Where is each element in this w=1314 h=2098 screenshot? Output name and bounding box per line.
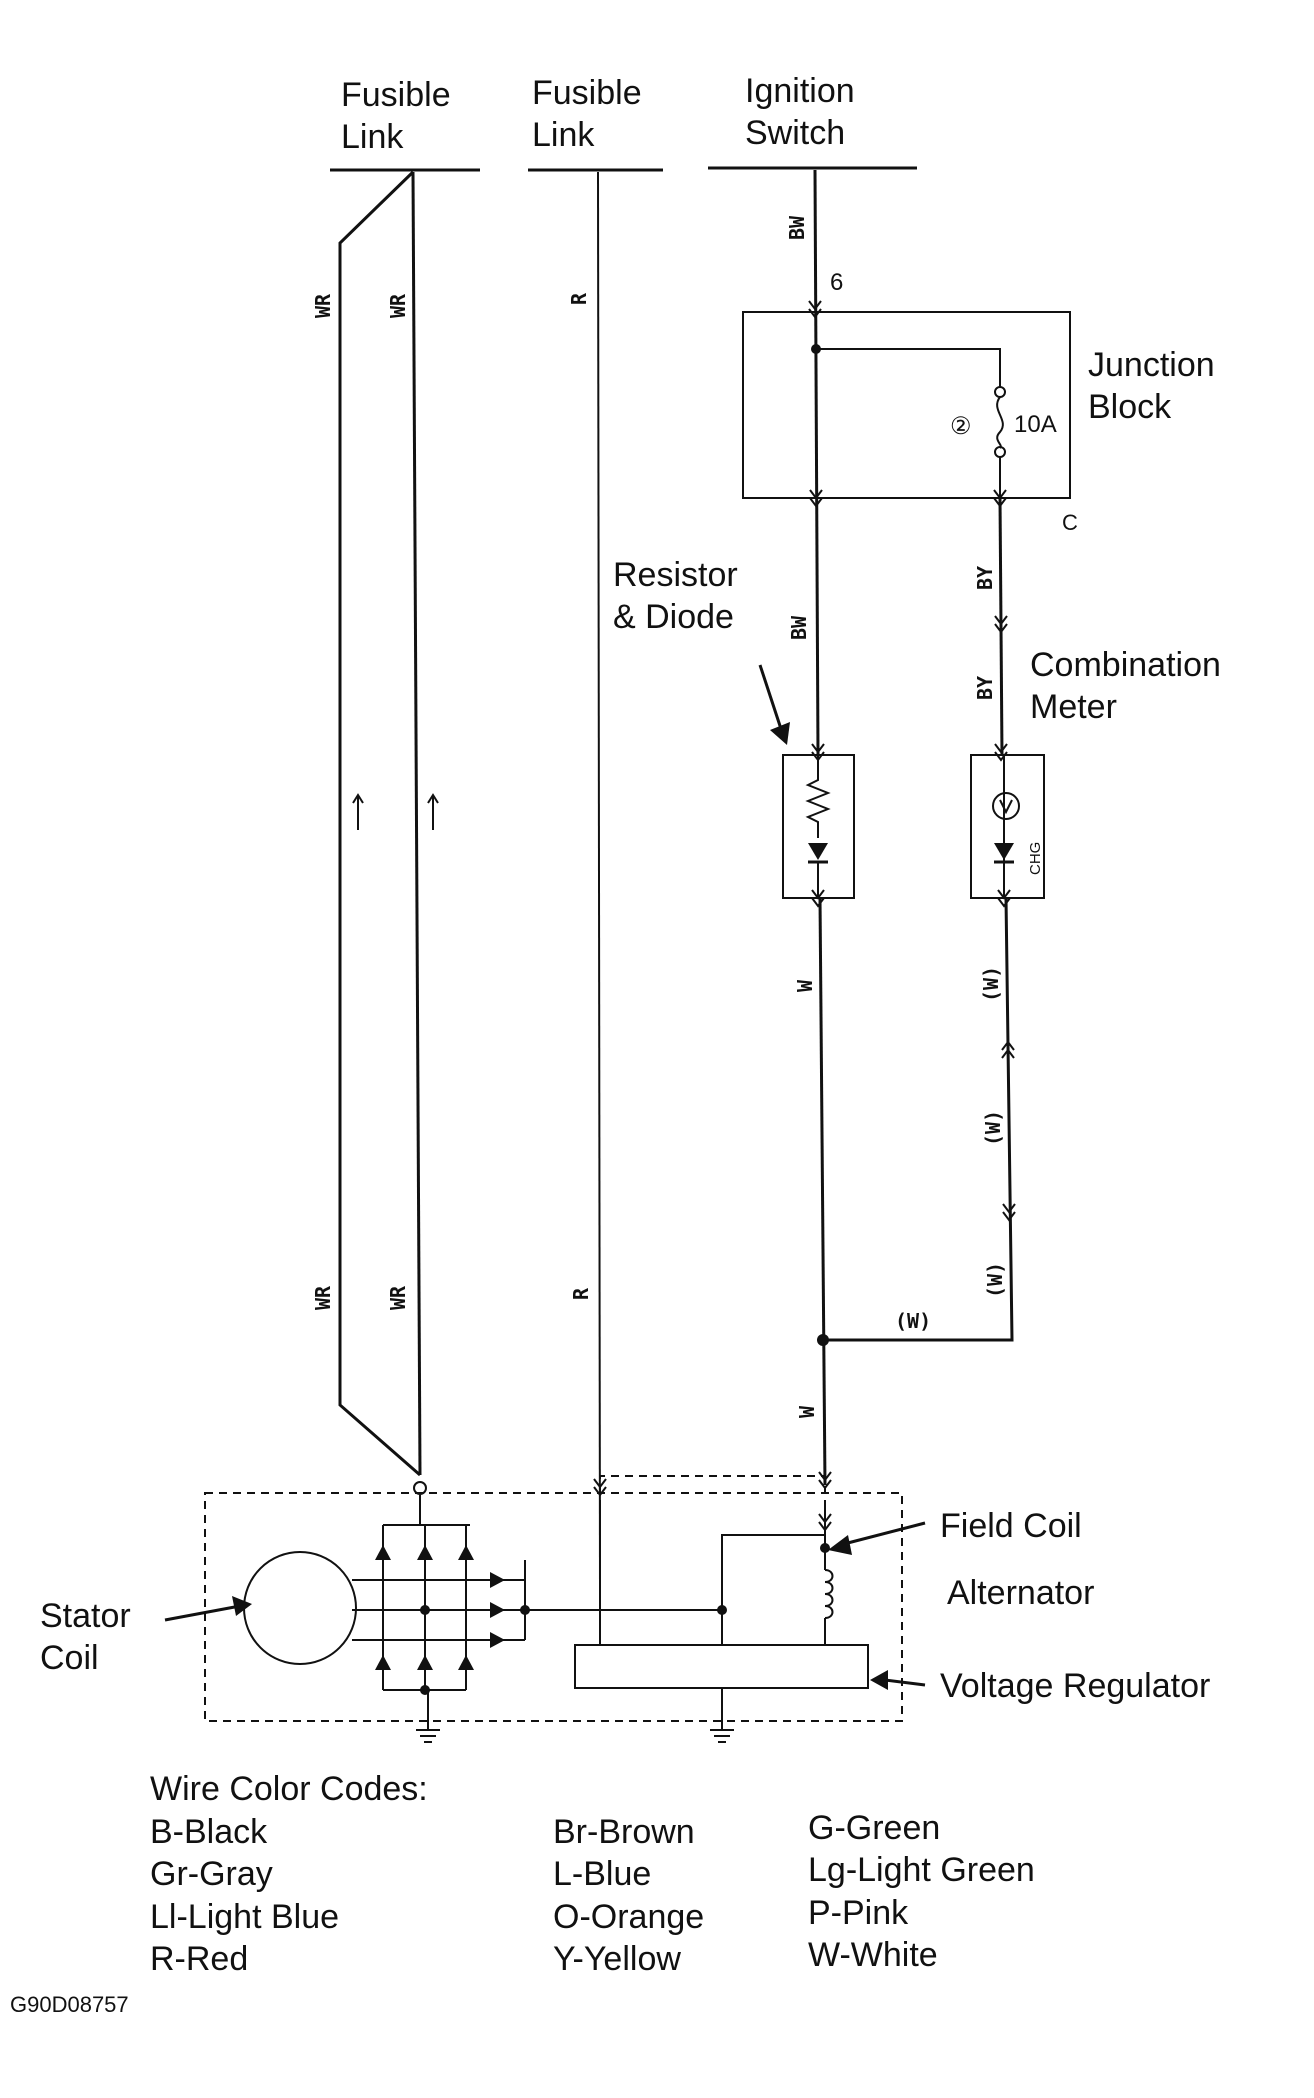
- pointer-arrowhead-icon: [770, 722, 790, 745]
- junction-block-label-line1: Junction: [1088, 346, 1215, 384]
- combination-meter-box: [970, 754, 1045, 899]
- stator-coil-label-line2: Coil: [40, 1639, 99, 1677]
- wr-wire-left: [338, 170, 421, 1477]
- color-code: P-Pink: [808, 1894, 909, 1932]
- color-code: G-Green: [808, 1809, 940, 1847]
- field-coil-icon: [824, 1569, 834, 1619]
- resistor-diode-label-line1: Resistor: [613, 556, 738, 594]
- stator-coil-label-line1: Stator: [40, 1597, 131, 1635]
- color-code: W-White: [808, 1936, 938, 1974]
- chg-label: CHG: [1027, 842, 1044, 875]
- terminal-6-label: 6: [830, 269, 843, 296]
- by-label-2: BY: [973, 676, 997, 700]
- w-wire: [818, 897, 827, 1486]
- color-code: R-Red: [150, 1940, 248, 1978]
- pointer-arrowhead-icon: [870, 1670, 888, 1690]
- fusible-link-1-label-line2: Link: [341, 118, 404, 156]
- alternator-label: Alternator: [947, 1574, 1094, 1612]
- ignition-switch-label-line2: Switch: [745, 114, 845, 152]
- wire-color-codes-title: Wire Color Codes:: [150, 1770, 428, 1808]
- fuse-terminal-bottom: [994, 446, 1006, 458]
- w-label-1: W: [793, 979, 817, 992]
- fuse-icon: [996, 396, 1004, 449]
- wr-label-1: WR: [311, 293, 335, 318]
- fuse-terminal-top: [994, 386, 1006, 398]
- color-code: Br-Brown: [553, 1813, 695, 1851]
- w-paren-label-3: (W): [983, 1262, 1007, 1298]
- diode-icon: [808, 843, 828, 860]
- current-arrow-icon: [352, 793, 364, 830]
- w-paren-wire: [823, 897, 1014, 1342]
- w-paren-label-4: (W): [895, 1309, 931, 1333]
- wr-label-4: WR: [386, 1285, 410, 1310]
- color-code: O-Orange: [553, 1898, 704, 1936]
- field-coil-label: Field Coil: [940, 1507, 1082, 1545]
- fusible-link-2-label-line1: Fusible: [532, 74, 642, 112]
- pointer-arrowhead-icon: [232, 1596, 252, 1616]
- color-code: B-Black: [150, 1813, 268, 1851]
- color-code: Ll-Light Blue: [150, 1898, 339, 1936]
- charge-lamp-icon: [992, 792, 1020, 820]
- current-arrow-icon: [427, 793, 439, 830]
- r-label-1: R: [567, 292, 591, 305]
- fusible-link-2-label-line2: Link: [532, 116, 595, 154]
- r-wire: [597, 171, 601, 1591]
- charge-lamp-filament: [999, 799, 1013, 815]
- combination-meter-label-line2: Meter: [1030, 688, 1117, 726]
- field-node: [820, 1543, 830, 1553]
- by-label-1: BY: [973, 566, 997, 590]
- rectifier-bridge: [352, 1495, 530, 1695]
- r-label-2: R: [569, 1287, 593, 1300]
- color-code: L-Blue: [553, 1855, 651, 1893]
- field-coil-wire: [721, 1534, 825, 1645]
- regulator-pointer: [884, 1678, 926, 1687]
- bw-label-2: BW: [787, 615, 811, 640]
- figure-id: G90D08757: [10, 1992, 129, 2017]
- by-wire: [998, 497, 1004, 756]
- junction-internal-wire: [816, 348, 1001, 388]
- field-coil-pointer: [839, 1521, 926, 1547]
- voltage-regulator-label: Voltage Regulator: [940, 1667, 1210, 1705]
- ignition-switch-label-line1: Ignition: [745, 72, 855, 110]
- fuse-rating: 10A: [1014, 411, 1057, 438]
- junction-block-label-line2: Block: [1088, 388, 1172, 426]
- stator-pointer: [164, 1604, 241, 1622]
- w-paren-label-2: (W): [981, 1110, 1005, 1146]
- bw-wire: [813, 169, 820, 756]
- color-code: Gr-Gray: [150, 1855, 273, 1893]
- wr-label-2: WR: [386, 293, 410, 318]
- resistor-diode-label-line2: & Diode: [613, 598, 734, 636]
- junction-block-box: [742, 311, 1071, 499]
- alternator-extension-dash: [599, 1475, 826, 1493]
- voltage-regulator-box: [574, 1644, 869, 1689]
- connector-c-label: C: [1062, 510, 1078, 535]
- fusible-link-1-label-line1: Fusible: [341, 76, 451, 114]
- ground-icon: [416, 1690, 440, 1743]
- color-code: Y-Yellow: [553, 1940, 681, 1978]
- ground-icon: [710, 1688, 734, 1743]
- wr-label-3: WR: [311, 1285, 335, 1310]
- connector-arrow-icon: [1001, 1040, 1015, 1059]
- pointer-arrowhead-icon: [828, 1535, 852, 1555]
- pointer-arrow: [758, 664, 785, 736]
- b-terminal-icon: [413, 1481, 427, 1495]
- combination-meter-label-line1: Combination: [1030, 646, 1221, 684]
- alternator-box: [204, 1492, 903, 1722]
- color-code: Lg-Light Green: [808, 1851, 1035, 1889]
- w-label-2: W: [795, 1405, 819, 1418]
- fuse-number: ②: [950, 413, 972, 440]
- wr-wire-right: [411, 171, 422, 1476]
- stator-coil-icon: [243, 1551, 357, 1665]
- bw-label-1: BW: [785, 215, 809, 240]
- w-paren-label-1: (W): [979, 966, 1003, 1002]
- resistor-icon: [805, 755, 831, 838]
